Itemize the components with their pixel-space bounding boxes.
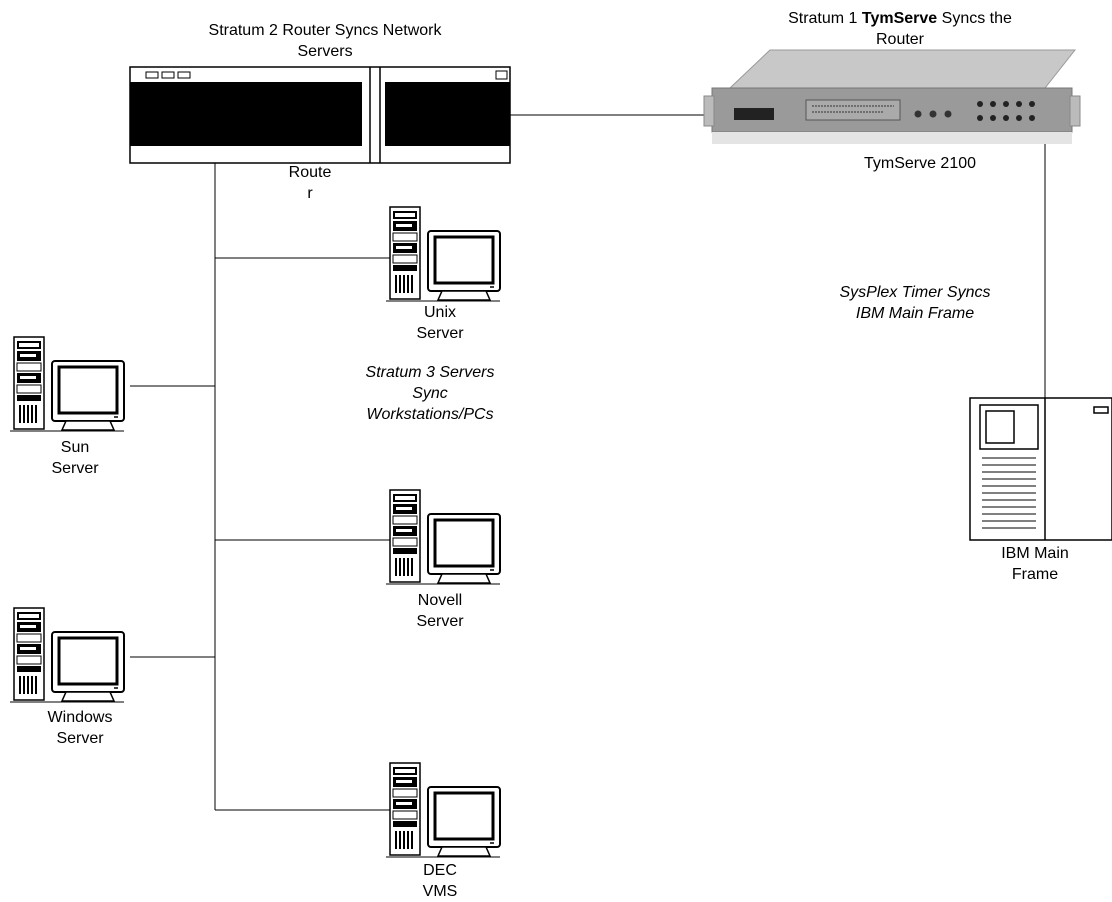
connection-lines (130, 114, 1046, 811)
router-label: Route r (288, 164, 332, 202)
novell-server-label: Novell Server (416, 592, 464, 630)
ibm-mainframe-label: IBM Main Frame (1001, 545, 1069, 583)
novell-server-icon (384, 488, 502, 586)
stratum3-label: Stratum 3 Servers Sync Workstations/PCs (365, 364, 495, 423)
stratum2-label: Stratum 2 Router Syncs Network Servers (208, 22, 442, 60)
tymserve-device-icon (703, 49, 1081, 144)
windows-server-label: Windows Server (47, 709, 113, 747)
sun-server-icon (8, 335, 126, 433)
sysplex-label: SysPlex Timer Syncs IBM Main Frame (839, 284, 991, 322)
sun-server-label: Sun Server (51, 439, 99, 477)
windows-server-icon (8, 606, 126, 704)
router-icon (129, 66, 511, 164)
dec-vms-label: DEC VMS (422, 862, 458, 900)
mainframe-icon (969, 397, 1112, 541)
tymserve-model-label: TymServe 2100 (863, 155, 977, 172)
unix-server-icon (384, 205, 502, 303)
tymserve-brand: TymServe (861, 10, 938, 27)
unix-server-label: Unix Server (416, 304, 464, 342)
dec-vms-icon (384, 761, 502, 859)
stratum1-label: Stratum 1 TymServe Syncs the Router (788, 10, 1012, 48)
